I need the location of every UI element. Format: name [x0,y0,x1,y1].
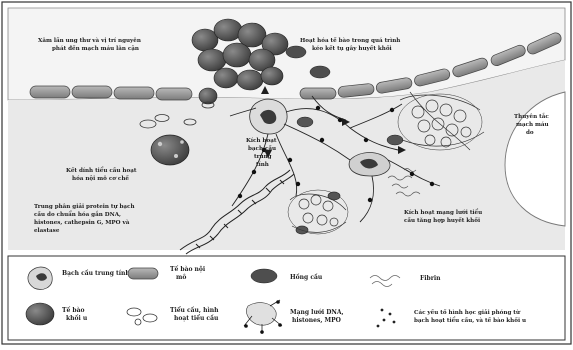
tumor-cell [223,43,251,67]
tumor-cell [151,135,189,165]
histone-dot [390,108,394,112]
tumor-cell [198,49,226,71]
neutrophil-right [349,153,390,177]
legend-rbc: Hồng cầu [290,273,323,281]
factor-dot [393,321,396,324]
legend-endothelial-1: Tế bào nội [170,266,206,273]
label-invasion-2: phát đến mạch máu lân cận [52,45,139,52]
label-proteolysis-4: elastase [34,228,60,234]
endothelial-icon [128,268,158,279]
legend-tumor-2: khối u [66,315,88,322]
label-activation-1: Hoạt hóa tế bào trong quá trình [300,37,400,44]
red-blood-cell [286,46,306,58]
label-proteolysis-2: cầu do chuẩn hóa gắn DNA, [34,210,121,218]
histone-dot [430,182,434,186]
granule [158,142,162,146]
legend-note-2: bạch hoạt tiểu cầu, và tế bào khối u [414,316,526,324]
endothelial-cell [72,86,112,98]
endothelial-cell [156,88,192,100]
label-invasion-1: Xâm lấn ung thư và vị trí nguyên [38,37,141,44]
net-dot [278,323,282,327]
tumor-cell-icon [26,303,54,325]
legend-tumor-1: Tế bào [62,307,84,314]
legend-net-2: histones, MPO [292,317,341,324]
factor-dot [377,325,380,328]
legend-net-1: Mạng lưới DNA, [290,309,344,316]
tumor-cell [237,70,263,90]
legend-fibrin: Fibrin [420,275,441,282]
red-blood-cell [297,117,313,127]
histone-dot [296,182,300,186]
endothelial-cell [114,87,154,99]
endothelial-cell [300,88,336,99]
label-neutrophil-3: trung [254,154,272,160]
label-adhesion-2: hóa nội mô cơ chế [72,175,129,182]
label-neutrophil-1: Kích hoạt [246,137,277,144]
label-proteolysis-1: Trung phân giải protein tự bạch [34,203,135,210]
net-dot [276,300,280,304]
histone-dot [238,194,242,198]
red-blood-cell [328,192,340,200]
legend-note-1: Các yếu tố hình học giải phóng từ [414,309,521,316]
histone-dot [410,172,414,176]
histone-dot [338,118,342,122]
factor-dot [381,309,384,312]
histone-dot [316,106,320,110]
label-activation-2: kéo kết tụ gây huyết khối [312,45,392,52]
red-blood-cell [387,135,403,145]
label-net-activation-2: cầu tăng hợp huyết khối [404,216,480,224]
legend-endothelial-2: mô [176,274,186,281]
factor-dot [389,313,392,316]
label-embolism-3: do [526,130,534,136]
histone-dot [364,138,368,142]
net-dot [260,330,264,334]
legend-platelet-2: hoạt tiểu cầu [174,314,219,322]
granule [180,140,184,144]
histone-dot [288,158,292,162]
label-proteolysis-3: histones, cathepsin G, MPO và [34,219,130,226]
granule [174,154,178,158]
tumor-cell [214,19,242,41]
label-net-activation-1: Kích hoạt mạng lưới tiểu [404,208,482,216]
tumor-cell [261,67,283,85]
label-neutrophil-2: bạch cầu [248,144,276,152]
red-blood-cell [310,66,330,78]
label-embolism-1: Thuyên tắc [514,113,549,120]
circulating-tumor-cell [151,135,189,165]
legend-platelet-1: Tiểu cầu, hình [170,306,219,314]
histone-dot [320,138,324,142]
neutrophil-center [250,99,287,134]
tumor-cell [214,68,238,88]
endothelial-cell [30,86,70,98]
red-blood-cell-icon [251,269,277,283]
factor-dot [383,319,386,322]
label-adhesion-1: Kết dính tiểu cầu hoạt [66,166,137,174]
label-neutrophil-4: tính [256,161,269,168]
label-embolism-2: mạch máu [516,121,549,128]
legend-box [8,256,565,340]
net-dot [244,324,248,328]
histone-dot [368,198,372,202]
legend-neutrophil: Bạch cầu trung tính [62,269,130,277]
histone-dot [252,170,256,174]
